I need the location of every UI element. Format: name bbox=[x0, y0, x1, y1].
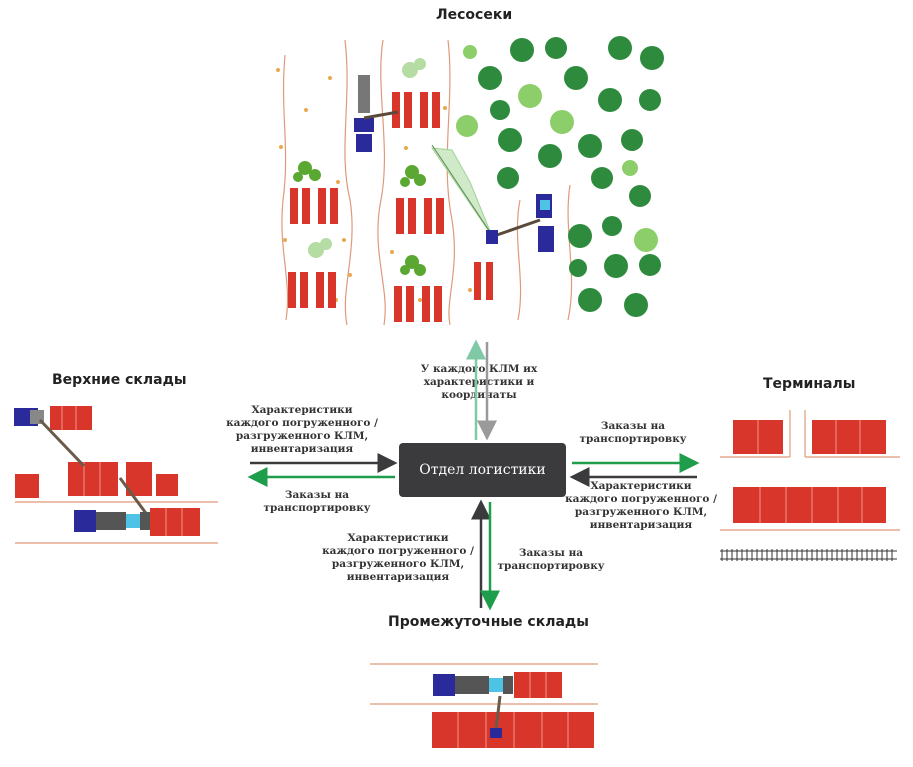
label-right-orders: Заказы на транспортировку bbox=[578, 420, 688, 446]
upper-warehouses-illustration bbox=[14, 406, 218, 544]
label-line: характеристики и bbox=[423, 376, 535, 388]
label-line: Заказы на bbox=[284, 489, 350, 501]
title-upper-warehouses: Верхние склады bbox=[52, 372, 187, 388]
harvester-machine bbox=[486, 194, 554, 252]
log-pile bbox=[288, 272, 336, 308]
label-line: инвентаризация bbox=[346, 571, 450, 583]
label-bottom-characteristics: Характеристики каждого погруженного / ра… bbox=[318, 532, 478, 584]
forest-trees-light bbox=[456, 45, 658, 252]
intermediate-warehouses-illustration bbox=[370, 663, 598, 748]
label-top-info: У каждого КЛМ их характеристики и коорди… bbox=[420, 363, 538, 402]
stump-dots bbox=[276, 68, 472, 302]
log-pile bbox=[290, 188, 338, 224]
logistics-department-node: Отдел логистики bbox=[399, 443, 566, 497]
log-pile bbox=[392, 92, 440, 128]
trail-line bbox=[377, 39, 386, 326]
label-line: разгруженного КЛМ, bbox=[331, 558, 465, 570]
label-line: Заказы на bbox=[518, 547, 584, 559]
felled-tree-trunk bbox=[431, 144, 495, 239]
label-line: инвентаризация bbox=[589, 519, 693, 531]
label-line: координаты bbox=[441, 389, 517, 401]
label-line: каждого погруженного / bbox=[565, 493, 717, 505]
label-line: транспортировку bbox=[579, 433, 687, 445]
label-line: транспортировку bbox=[497, 560, 605, 572]
title-cutting-areas: Лесосеки bbox=[436, 7, 513, 23]
trail-line bbox=[281, 54, 289, 321]
label-right-characteristics: Характеристики каждого погруженного / ра… bbox=[562, 480, 720, 532]
logistics-department-label: Отдел логистики bbox=[419, 462, 546, 478]
label-line: транспортировку bbox=[263, 502, 371, 514]
shrub bbox=[293, 161, 426, 276]
label-line: Характеристики bbox=[347, 532, 449, 544]
title-intermediate-warehouses: Промежуточные склады bbox=[388, 614, 589, 630]
label-left-characteristics: Характеристики каждого погруженного / ра… bbox=[222, 404, 382, 456]
felled-tree bbox=[430, 147, 493, 237]
title-terminals: Терминалы bbox=[763, 376, 856, 392]
trail-line bbox=[446, 39, 455, 326]
label-line: каждого погруженного / bbox=[226, 417, 378, 429]
terminals-illustration bbox=[720, 410, 900, 561]
shrub bbox=[308, 58, 426, 258]
harvester-machine bbox=[354, 75, 399, 152]
label-line: Характеристики bbox=[251, 404, 353, 416]
trail-line bbox=[516, 199, 522, 321]
label-line: У каждого КЛМ их bbox=[420, 363, 538, 375]
trail-line bbox=[344, 39, 353, 326]
trail-line bbox=[567, 184, 573, 321]
log-pile bbox=[396, 198, 444, 234]
label-line: инвентаризация bbox=[250, 443, 354, 455]
label-line: разгруженного КЛМ, bbox=[235, 430, 369, 442]
cutting-areas-illustration bbox=[276, 36, 664, 326]
label-line: разгруженного КЛМ, bbox=[574, 506, 708, 518]
label-line: каждого погруженного / bbox=[322, 545, 474, 557]
label-line: Заказы на bbox=[600, 420, 666, 432]
log-pile bbox=[394, 286, 442, 322]
log-pile bbox=[474, 262, 493, 300]
railway-track bbox=[720, 549, 897, 561]
label-line: Характеристики bbox=[590, 480, 692, 492]
arrows bbox=[247, 339, 700, 611]
forest-trees bbox=[478, 36, 664, 317]
label-left-orders: Заказы на транспортировку bbox=[262, 489, 372, 515]
label-bottom-orders: Заказы на транспортировку bbox=[496, 547, 606, 573]
